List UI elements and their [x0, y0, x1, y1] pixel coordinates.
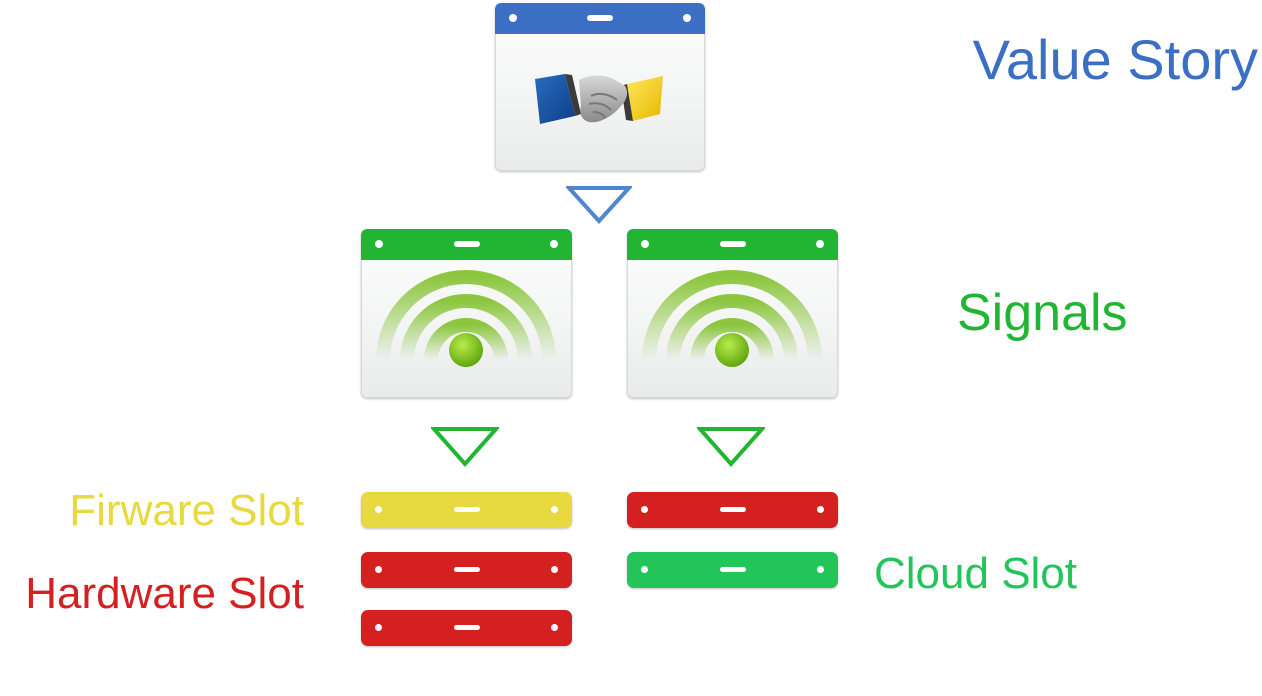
strip-slot: [453, 567, 480, 572]
hardware-slot-label: Hardware Slot: [25, 569, 304, 618]
strip-slot: [453, 625, 480, 630]
strip-hole-right: [551, 566, 558, 573]
handshake-icon: [495, 34, 705, 171]
hardware-slot-strip: [361, 610, 572, 646]
card-hole-right: [816, 240, 824, 248]
strip-slot: [719, 567, 746, 572]
strip-hole-left: [375, 566, 382, 573]
signal-card-header: [361, 229, 572, 260]
card-hole-left: [509, 14, 517, 22]
strip-slot: [719, 507, 746, 512]
strip-hole-left: [375, 506, 382, 513]
card-hole-left: [375, 240, 383, 248]
signal-card-header: [627, 229, 838, 260]
card-slot: [453, 241, 480, 247]
strip-hole-right: [551, 506, 558, 513]
signal-card-left: [361, 229, 572, 398]
card-slot: [719, 241, 746, 247]
cloud-slot-label: Cloud Slot: [874, 549, 1078, 598]
card-hole-right: [550, 240, 558, 248]
cloud-slot-strip: [627, 552, 838, 588]
value-story-card: [495, 3, 705, 171]
strip-hole-left: [375, 624, 382, 631]
card-hole-left: [641, 240, 649, 248]
triangle-down-arrow-icon: [697, 427, 765, 468]
value-story-card-header: [495, 3, 705, 34]
hardware-slot-strip: [361, 552, 572, 588]
strip-hole-right: [817, 506, 824, 513]
strip-hole-left: [641, 566, 648, 573]
hardware-slot-strip: [627, 492, 838, 528]
triangle-down-arrow-icon: [566, 186, 632, 224]
wifi-signal-icon: [627, 260, 838, 398]
signal-card-right: [627, 229, 838, 398]
card-slot: [587, 15, 613, 21]
strip-hole-right: [551, 624, 558, 631]
strip-slot: [453, 507, 480, 512]
strip-hole-right: [817, 566, 824, 573]
strip-hole-left: [641, 506, 648, 513]
firmware-slot-strip: [361, 492, 572, 528]
value-story-label: Value Story: [972, 28, 1258, 91]
firmware-slot-label: Firware Slot: [69, 486, 304, 535]
triangle-down-arrow-icon: [431, 427, 499, 468]
signals-label: Signals: [957, 284, 1128, 342]
wifi-signal-icon: [361, 260, 572, 398]
card-hole-right: [683, 14, 691, 22]
